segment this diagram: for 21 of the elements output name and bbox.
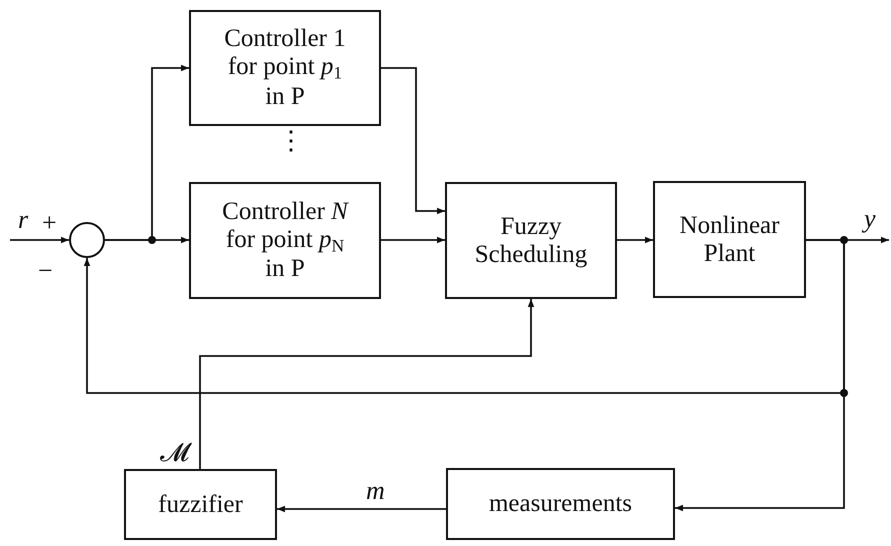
summing-junction: [69, 222, 105, 258]
signal-arrow: [277, 506, 446, 512]
signal-arrow: [381, 67, 445, 214]
block: [653, 181, 806, 298]
block: [124, 469, 277, 540]
block-label: Controller N for point p$_{N}$ in P: [221, 198, 350, 284]
block-label: Fuzzy Scheduling: [474, 212, 588, 268]
block-label: fuzzifier: [157, 490, 244, 518]
block-label: measurements: [488, 490, 633, 518]
signal-arrow: [10, 236, 69, 244]
signal-arrow: [105, 236, 189, 244]
signal-arrow: [617, 236, 653, 244]
signal-arrow: [199, 299, 534, 469]
block: [446, 468, 675, 540]
block: [189, 10, 381, 126]
block: [445, 182, 617, 299]
block-label: Controller 1 for point p$_{1}$ in P: [223, 25, 347, 111]
block-label: Nonlinear Plant: [678, 212, 780, 268]
signal-arrow: [675, 239, 845, 512]
signal-arrow: [381, 236, 445, 244]
block: [189, 182, 381, 299]
